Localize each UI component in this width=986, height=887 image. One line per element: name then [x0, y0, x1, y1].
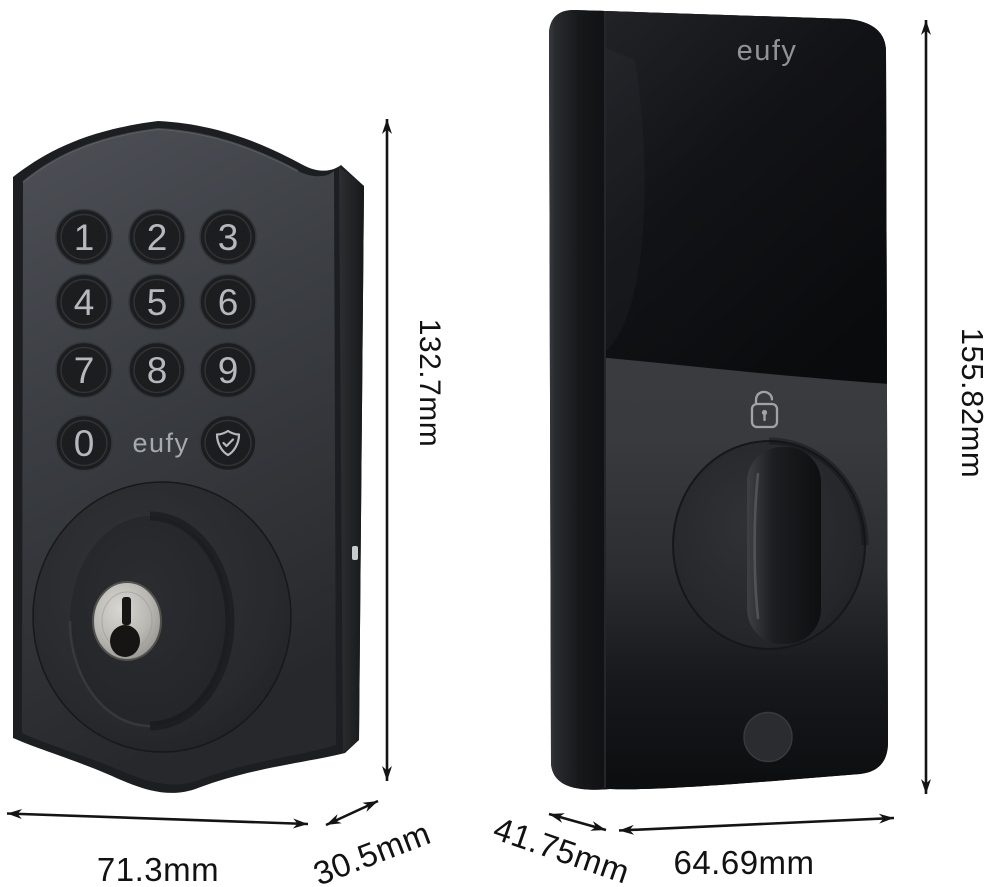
keypad-button-6: 6: [199, 273, 257, 331]
key-label-5: 5: [147, 282, 168, 323]
deadbolt-cylinder: [32, 481, 292, 753]
gloss-reflection: [598, 45, 645, 357]
back-width-arrow: [618, 813, 895, 835]
keypad-button-5: 5: [128, 273, 186, 331]
deadbolt-cap-shadow: [149, 511, 235, 731]
back-width-dimension: [618, 813, 895, 835]
back-depth-arrow: [548, 812, 607, 832]
back-lock-gloss-panel: [598, 10, 888, 384]
key-label-1: 1: [74, 217, 95, 258]
unlock-icon: [750, 390, 779, 429]
keypad-button-7: 7: [55, 341, 113, 399]
keypad-button-4: 4: [55, 273, 113, 331]
keypad: 1 2 3 4 5: [55, 208, 257, 472]
thumbturn-rim-shadow: [768, 437, 869, 546]
keypad-button-shield: [199, 414, 257, 472]
side-notch: [352, 546, 358, 560]
bottom-button: [743, 711, 793, 763]
key-label-7: 7: [74, 350, 95, 391]
key-label-0: 0: [74, 423, 95, 464]
brand-logo-back: eufy: [737, 35, 798, 67]
key-label-9: 9: [218, 350, 239, 391]
dimension-annotations: [6, 20, 931, 835]
key-label-4: 4: [74, 282, 95, 323]
thumbturn-knob: [747, 447, 821, 644]
deadbolt-cap-highlight: [68, 620, 151, 728]
keypad-button-0: 0: [55, 414, 113, 472]
front-height-label: 132.7mm: [413, 319, 446, 448]
front-lock-side-edge: [339, 167, 364, 752]
thumbturn: [672, 437, 869, 650]
keypad-button-1: 1: [55, 208, 113, 266]
back-width-label: 64.69mm: [673, 844, 814, 881]
front-width-label: 71.3mm: [97, 851, 219, 887]
back-height-label: 155.82mm: [955, 328, 986, 478]
keypad-button-3: 3: [199, 208, 257, 266]
key-label-6: 6: [218, 282, 239, 323]
front-depth-dimension: [325, 799, 379, 827]
key-label-3: 3: [218, 217, 239, 258]
key-label-8: 8: [147, 350, 168, 391]
front-depth-arrow: [325, 799, 379, 827]
front-width-dimension: [6, 809, 309, 829]
keyhole-keyway: [110, 597, 140, 657]
back-depth-label: 41.75mm: [489, 810, 634, 887]
keypad-button-2: 2: [128, 208, 186, 266]
thumbturn-knob-highlight: [753, 472, 760, 620]
back-depth-dimension: [548, 812, 607, 832]
key-label-2: 2: [147, 217, 168, 258]
keypad-button-8: 8: [128, 341, 186, 399]
back-lock-rear-view: eufy: [549, 10, 888, 790]
keyhole: [92, 581, 162, 661]
brand-logo-front: eufy: [132, 428, 189, 458]
shield-check-icon: [215, 429, 241, 457]
front-width-arrow: [6, 809, 309, 829]
keypad-button-9: 9: [199, 341, 257, 399]
back-lock-side-face: [549, 10, 606, 790]
front-lock-arch-highlight: [22, 127, 299, 183]
front-lock-front-view: 1 2 3 4 5: [13, 121, 364, 793]
